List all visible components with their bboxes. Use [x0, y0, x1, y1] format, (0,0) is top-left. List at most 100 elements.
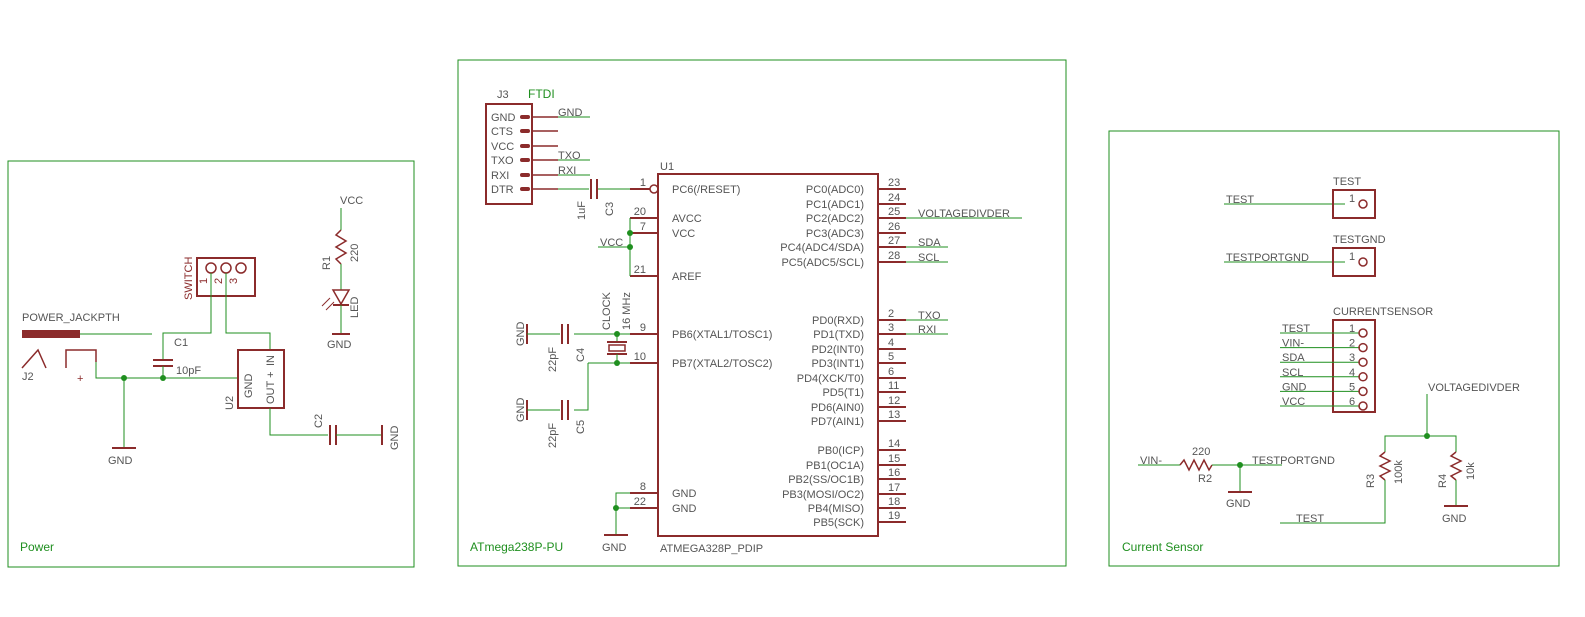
u1-pin-4-name: PD2(INT0): [811, 344, 864, 356]
wire: [615, 492, 630, 535]
cs-pad-2: [1358, 342, 1368, 353]
testgnd-pin: 1: [1349, 251, 1355, 263]
test-net: TEST: [1226, 194, 1254, 206]
u1-pin-16-number: 16: [888, 467, 900, 479]
ftdi-pin-vcc: VCC: [491, 141, 514, 153]
r2-net: TESTPORTGND: [1252, 455, 1335, 467]
test-connector: TEST TEST 1: [1224, 176, 1376, 219]
cs-pad-1: [1358, 328, 1368, 338]
capacitor-c5: GND 22pF C5: [515, 398, 587, 449]
cs-net-4: SCL: [1282, 367, 1303, 379]
u1-pin-17-name: PB3(MOSI/OC2): [782, 489, 864, 501]
power-frame: [7, 160, 415, 568]
u1-pin-11-name: PD5(T1): [822, 387, 864, 399]
cs-pin-1: 1: [1349, 323, 1355, 335]
current-sensor-sheet: Current Sensor TEST TEST 1 TESTPORTGND T…: [1108, 130, 1560, 567]
jack-name: POWER_JACKPTH: [22, 312, 120, 324]
u1-pin-23-name: PC0(ADC0): [806, 184, 864, 196]
gnd-c4: GND: [515, 322, 527, 347]
atmega-sheet-title: ATmega238P-PU: [470, 540, 563, 554]
u1-pin-14-number: 14: [888, 438, 900, 450]
cs-pin-5: 5: [1349, 381, 1355, 393]
u1-ref: U1: [660, 161, 674, 173]
r3-value: 100k: [1393, 460, 1405, 484]
switch-pin-2: 2: [213, 278, 225, 284]
u1-pin-5-number: 5: [888, 351, 894, 363]
u1-pin-5-name: PD3(INT1): [811, 358, 864, 370]
net-scl: SCL: [918, 252, 939, 264]
u1-pin-1-name: PC6(/RESET): [672, 184, 740, 196]
r4-ref: R4: [1437, 474, 1449, 488]
gnd-r2: GND: [1226, 498, 1251, 510]
u1-pin-24-name: PC1(ADC1): [806, 199, 864, 211]
net-vcc: VCC: [600, 237, 623, 249]
junction: [613, 505, 619, 511]
atmega-frame: [457, 59, 1067, 567]
r1-value: 220: [349, 244, 361, 262]
cs-pin-3: 3: [1349, 352, 1355, 364]
u1-pin-6-name: PD4(XCK/T0): [797, 373, 864, 385]
switch-pin-1: 1: [198, 278, 210, 284]
u1-pin-12-name: PD6(AIN0): [811, 402, 864, 414]
u1-pin-18-number: 18: [888, 496, 900, 508]
cs-pad-4: [1358, 372, 1368, 382]
ftdi-pin-cts: CTS: [491, 126, 513, 138]
u1-pin-13-number: 13: [888, 409, 900, 421]
u2-ref: U2: [224, 396, 236, 410]
u1-pin-12-number: 12: [888, 395, 900, 407]
u1-pin-8-name: GND: [672, 488, 697, 500]
junction: [614, 360, 620, 366]
u1-pin-21-name: AREF: [672, 271, 702, 283]
u1-pin-11-number: 11: [888, 380, 899, 392]
power-jack: POWER_JACKPTH J2 +: [21, 312, 152, 385]
u1-pin-26-number: 26: [888, 221, 900, 233]
clock-ref: CLOCK: [601, 291, 613, 330]
gnd-c5: GND: [515, 398, 527, 423]
u1-pin-18-name: PB4(MISO): [808, 503, 864, 515]
reset-inversion-bubble: [649, 184, 659, 194]
power-sheet: Power SWITCH 1 2 3 POWER_JACKPTH J2 +: [7, 160, 415, 568]
crystal-clock: CLOCK 16 MHz: [601, 291, 633, 363]
vd-net: VOLTAGEDIVDER: [1428, 382, 1520, 394]
c2-ref: C2: [313, 414, 325, 428]
c5-ref: C5: [575, 420, 587, 434]
atmega-sheet: ATmega238P-PU J3 FTDI GND CTS VCC TXO RX…: [457, 59, 1067, 567]
u1-pin-8-number: 8: [640, 481, 646, 493]
u2-gnd: GND: [243, 374, 255, 399]
u1-pin-27-number: 27: [888, 235, 900, 247]
capacitor-c1: C1 10pF: [153, 337, 201, 378]
switch-pin-3: 3: [228, 278, 240, 284]
cs-net-5: GND: [1282, 381, 1307, 393]
ftdi-pin-rxi: RXI: [491, 170, 509, 182]
test-bottom-net: TEST: [1296, 513, 1324, 525]
u1-pin-23-number: 23: [888, 177, 900, 189]
u1-pin-22-name: GND: [672, 503, 697, 515]
u1-name: ATMEGA328P_PDIP: [660, 543, 763, 555]
cs-pad-5: [1358, 386, 1368, 397]
junction: [614, 331, 620, 337]
u1-pin-21-number: 21: [634, 264, 646, 276]
jack-ref: J2: [22, 371, 34, 383]
c5-value: 22pF: [547, 423, 559, 448]
wire: [574, 363, 589, 411]
cs-pin-2: 2: [1349, 338, 1355, 350]
resistor-r1: VCC R1 220: [321, 195, 363, 270]
r3-ref: R3: [1365, 474, 1377, 488]
u1-pin-24-number: 24: [888, 192, 900, 204]
wire: [225, 273, 271, 350]
c1-ref: C1: [174, 337, 188, 349]
ftdi-net-rxi: RXI: [558, 165, 576, 177]
net-rxi: RXI: [918, 324, 936, 336]
cs-ref: CURRENTSENSOR: [1333, 306, 1433, 318]
wire: [95, 362, 238, 379]
cs-net-3: SDA: [1282, 352, 1305, 364]
gnd-label-2: GND: [389, 426, 401, 451]
u1-pin-9-name: PB6(XTAL1/TOSC1): [672, 329, 772, 341]
u1-pin-25-number: 25: [888, 206, 900, 218]
u1-pin-2-number: 2: [888, 308, 894, 320]
c3-ref: C3: [604, 202, 616, 216]
cs-net-1: TEST: [1282, 323, 1310, 335]
led-ref: LED: [349, 297, 361, 318]
r2-ref: R2: [1198, 473, 1212, 485]
